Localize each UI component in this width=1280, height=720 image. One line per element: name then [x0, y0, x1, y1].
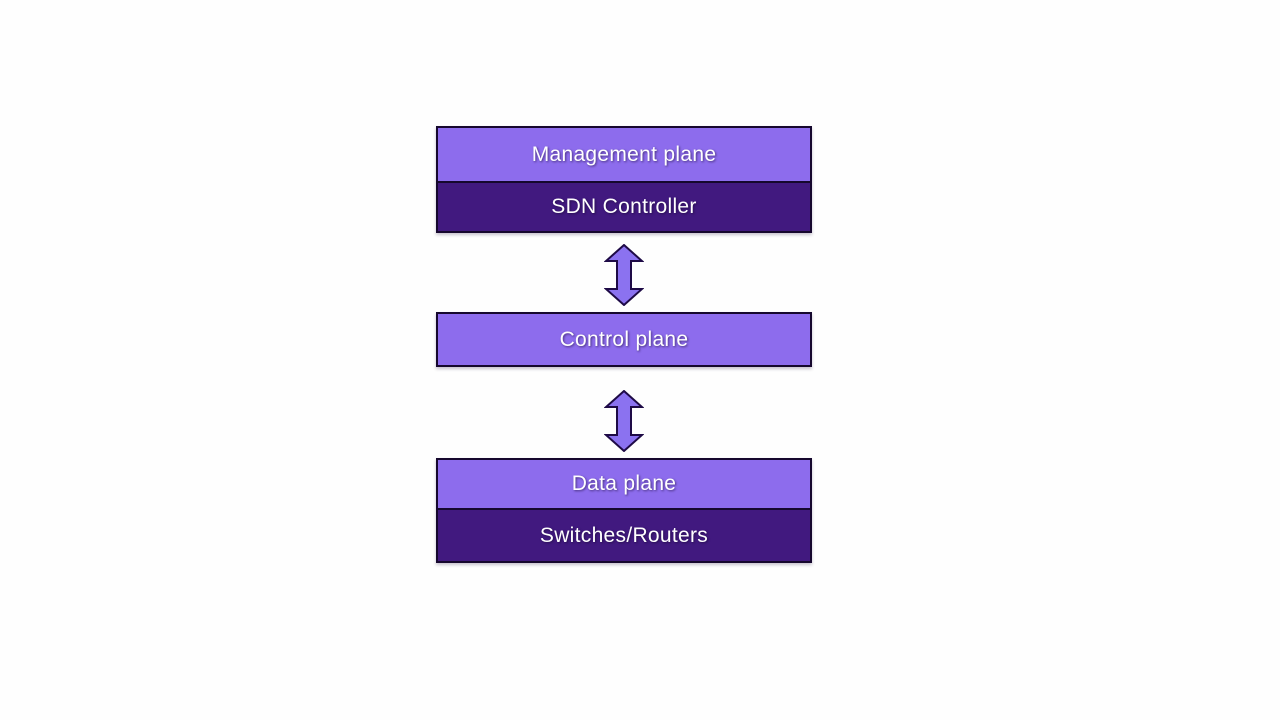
sdn-controller-label: SDN Controller	[551, 195, 697, 218]
data-plane-label: Data plane	[571, 472, 677, 495]
bidirectional-arrow-icon	[604, 244, 644, 306]
management-plane-section: Management plane	[438, 128, 810, 181]
bidirectional-arrow-icon	[604, 390, 644, 452]
switches-routers-label: Switches/Routers	[539, 523, 709, 547]
switches-routers-section: Switches/Routers	[438, 508, 810, 561]
management-plane-box: Management plane SDN Controller	[436, 126, 812, 233]
data-plane-box: Data plane Switches/Routers	[436, 458, 812, 563]
data-plane-section: Data plane	[438, 460, 810, 508]
control-plane-label: Control plane	[559, 327, 689, 351]
management-plane-label: Management plane	[531, 142, 717, 166]
control-plane-section: Control plane	[438, 314, 810, 365]
control-plane-box: Control plane	[436, 312, 812, 367]
sdn-controller-section: SDN Controller	[438, 181, 810, 231]
